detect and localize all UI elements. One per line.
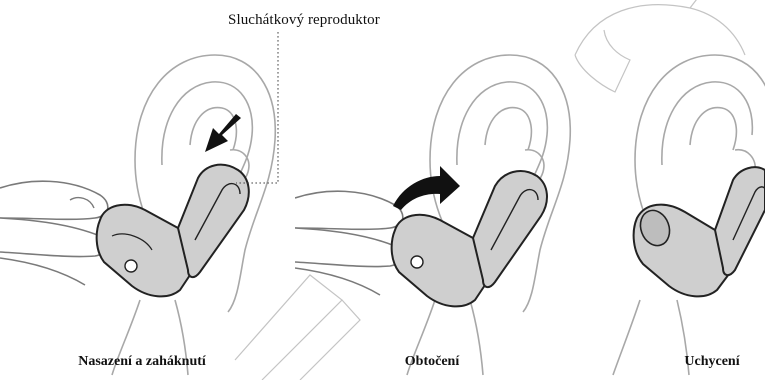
push-arrow-icon bbox=[205, 114, 241, 152]
earbud bbox=[97, 165, 249, 297]
earbud bbox=[634, 167, 765, 296]
callout-leader-line bbox=[236, 32, 278, 183]
hand bbox=[0, 181, 108, 285]
step-3-illustration bbox=[595, 0, 765, 380]
step-2-illustration bbox=[295, 0, 595, 380]
step-1-caption: Nasazení a zaháknutí bbox=[78, 354, 206, 370]
bose-logo-icon bbox=[125, 260, 137, 272]
step-2-caption: Obtočení bbox=[405, 354, 459, 370]
step-1-illustration bbox=[0, 0, 300, 380]
step-3-caption: Uchycení bbox=[684, 354, 739, 370]
speaker-callout-label: Sluchátkový reproduktor bbox=[228, 12, 380, 29]
bose-logo-icon bbox=[411, 256, 423, 268]
hand bbox=[295, 191, 403, 295]
rotate-arrow-icon bbox=[393, 166, 460, 210]
